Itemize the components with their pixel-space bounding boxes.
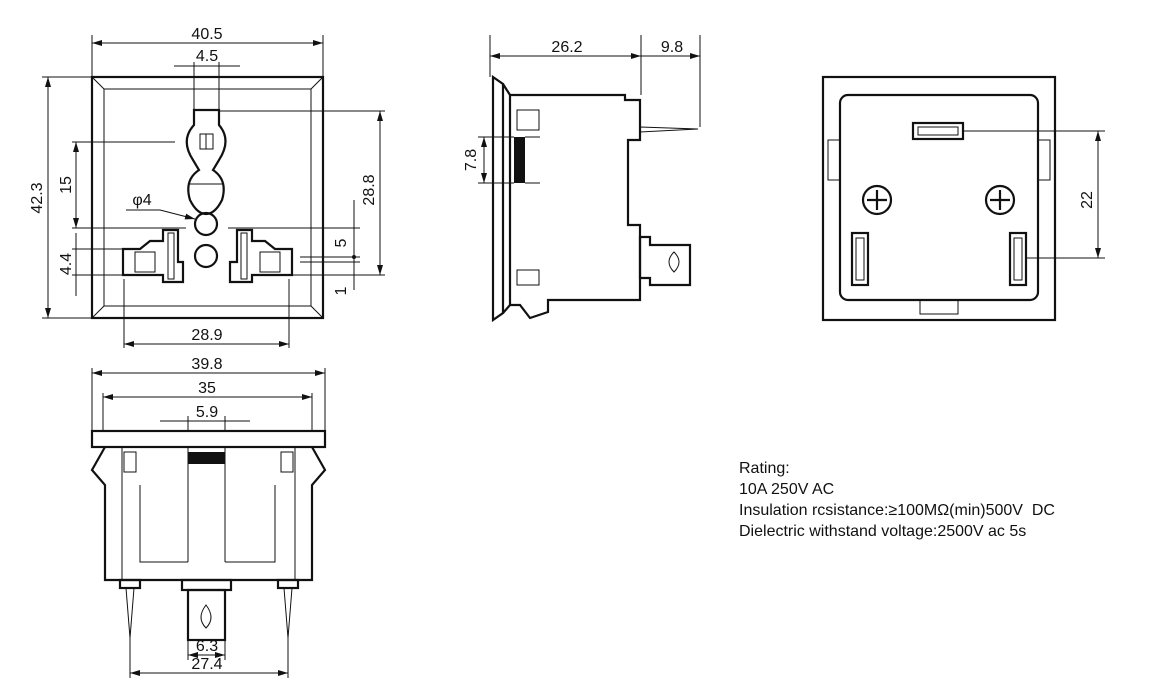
rating-notes: Rating: 10A 250V AC Insulation rcsistanc… <box>739 458 1055 542</box>
left-socket <box>121 228 185 284</box>
dim-6-3: 6.3 <box>196 638 218 655</box>
dim-4-5: 4.5 <box>196 48 218 65</box>
hole-lower <box>193 243 219 269</box>
insulation-resistance: Insulation rcsistance:≥100MΩ(min)500V DC <box>739 502 1055 519</box>
hole-upper <box>193 211 219 237</box>
right-socket <box>228 228 294 284</box>
dim-7-8: 7.8 <box>463 149 480 171</box>
dim-5-9: 5.9 <box>196 404 218 421</box>
dim-28-8: 28.8 <box>361 174 378 205</box>
dim-hole-diameter: φ4 <box>132 192 151 209</box>
dim-5: 5 <box>333 238 350 247</box>
back-view: 22 <box>821 75 1105 322</box>
bottom-view: 39.8 35 5.9 6.3 27.4 <box>90 356 327 678</box>
rating-current-voltage: 10A 250V AC <box>739 481 835 498</box>
dim-28-9: 28.9 <box>191 327 222 344</box>
side-view: 26.2 9.8 7.8 <box>463 35 701 323</box>
dim-35: 35 <box>198 380 216 397</box>
dim-26-2: 26.2 <box>551 39 582 56</box>
dim-22: 22 <box>1079 191 1096 209</box>
dim-27-4: 27.4 <box>191 656 222 673</box>
rating-title: Rating: <box>739 460 790 477</box>
dim-15: 15 <box>58 176 75 194</box>
dim-40-5: 40.5 <box>191 26 222 43</box>
dim-39-8: 39.8 <box>191 356 222 373</box>
earth-pin-slot <box>185 108 227 216</box>
dim-42-3: 42.3 <box>29 182 46 213</box>
dim-4-4: 4.4 <box>58 253 75 275</box>
dielectric-withstand: Dielectric withstand voltage:2500V ac 5s <box>739 523 1027 540</box>
front-view: 40.5 4.5 42.3 15 4.4 φ4 28.8 5 1 28.9 <box>29 26 385 348</box>
dim-1: 1 <box>333 286 350 295</box>
dim-9-8: 9.8 <box>661 39 683 56</box>
